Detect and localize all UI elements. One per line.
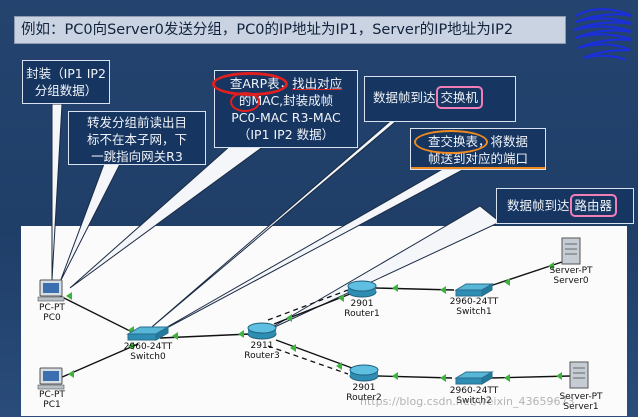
router3-label: 2911 Router3 <box>240 341 284 361</box>
port-indicator <box>440 286 446 294</box>
callout-pointer-encapsulate <box>51 103 63 281</box>
device-model: PC-PT <box>39 390 65 400</box>
highlight-router: 路由器 <box>569 194 618 217</box>
red-circle-mac <box>230 92 260 112</box>
device-model: 2960-24TT <box>449 297 499 307</box>
callout-line: 分组数据） <box>34 83 98 98</box>
switch1-label: 2960-24TT Switch1 <box>444 297 504 317</box>
callout-line: （IP1 IP2 数据） <box>237 127 335 142</box>
router2-icon <box>349 364 379 382</box>
callout-pointer-arp <box>69 145 266 289</box>
switch2-icon <box>454 371 494 385</box>
arp-find-phrase: 找出对应 <box>292 76 343 91</box>
device-name: PC0 <box>43 313 61 323</box>
pc1-label: PC-PT PC1 <box>30 390 74 410</box>
port-indicator <box>556 372 562 380</box>
device-model: Server-PT <box>559 392 603 402</box>
link-router3-router1-dashed <box>267 289 349 321</box>
callout-pointer-forward <box>59 163 121 283</box>
port-indicator <box>392 284 398 292</box>
router2-label: 2901 Router2 <box>342 383 386 403</box>
callout-forward: 转发分组前读出目 标不在本子网，下 一跳指向网关R3 <box>68 111 206 165</box>
watermark: https://blog.csdn.net/weixin_43659673 <box>360 395 575 408</box>
port-indicator <box>128 342 134 350</box>
slide-title: 例如：PC0向Server0发送分组，PC0的IP地址为IP1，Server的I… <box>14 16 566 44</box>
switch0-icon <box>126 326 170 341</box>
highlight-switch: 交换机 <box>435 86 484 109</box>
callout-line: 一跳指向网关R3 <box>91 149 183 164</box>
device-model: PC-PT <box>39 303 65 313</box>
callout-encapsulate: 封装（IP1 IP2 分组数据） <box>22 60 110 104</box>
server0-icon <box>561 237 581 265</box>
router1-label: 2901 Router1 <box>340 299 384 319</box>
callout-text: 数据帧到达 <box>373 90 436 105</box>
pc0-label: PC-PT PC0 <box>30 303 74 323</box>
server1-icon <box>569 361 589 389</box>
switch0-label: 2960-24TT Switch0 <box>118 342 178 362</box>
callout-line: 的MAC,封装成帧 <box>238 93 334 108</box>
device-model: 2960-24TT <box>123 342 173 352</box>
server1-label: Server-PT Server1 <box>556 392 606 412</box>
blue-scribble <box>573 8 633 62</box>
callout-line: 转发分组前读出目 <box>86 115 187 130</box>
callout-line: 标不在本子网，下 <box>86 132 187 147</box>
device-name: Router2 <box>346 393 382 403</box>
port-indicator <box>172 332 178 340</box>
device-name: Router3 <box>244 351 280 361</box>
port-indicator <box>440 374 446 382</box>
device-name: Switch1 <box>456 307 492 317</box>
callout-text: 数据帧到达 <box>507 198 570 213</box>
network-canvas <box>21 226 627 416</box>
port-indicator <box>548 262 554 270</box>
forward-phrase: 将数据 <box>490 134 529 149</box>
server0-label: Server-PT Server0 <box>546 266 596 286</box>
orange-circle-switch-table <box>414 130 488 154</box>
callout-line: 封装（IP1 IP2 <box>26 66 106 81</box>
device-model: 2960-24TT <box>449 386 499 396</box>
link-router3-router1 <box>273 293 351 325</box>
switch1-icon <box>454 283 494 297</box>
pc1-icon <box>37 367 65 390</box>
port-indicator <box>290 344 296 352</box>
port-indicator <box>66 292 72 300</box>
callout-to-switch: 数据帧到达交换机 <box>364 76 516 122</box>
callout-pointer-to-router <box>263 205 501 333</box>
router3-icon <box>247 322 277 340</box>
port-indicator <box>286 314 292 322</box>
port-indicator <box>336 362 342 370</box>
link-router2-switch2 <box>377 375 453 379</box>
device-name: Switch0 <box>130 352 166 362</box>
device-model: 2911 <box>250 341 274 351</box>
port-indicator <box>68 370 74 378</box>
port-indicator <box>238 330 244 338</box>
device-name: PC1 <box>43 400 61 410</box>
switch2-label: 2960-24TT Switch2 <box>444 386 504 406</box>
port-indicator <box>504 374 510 382</box>
device-name: Router1 <box>344 309 380 319</box>
port-indicator <box>392 372 398 380</box>
pc0-icon <box>37 279 65 302</box>
router1-icon <box>347 280 377 298</box>
callout-to-router: 数据帧到达路由器 <box>496 188 634 224</box>
port-indicator <box>338 294 344 302</box>
device-name: Switch2 <box>456 396 492 406</box>
callout-line: PC0-MAC R3-MAC <box>231 110 341 125</box>
port-indicator <box>504 278 510 286</box>
device-model: 2901 <box>352 383 376 393</box>
device-name: Server0 <box>553 276 589 286</box>
device-model: Server-PT <box>549 266 593 276</box>
link-pc0-switch0 <box>59 295 141 337</box>
device-name: Server1 <box>563 402 599 412</box>
callout-line-port: 帧送到对应的端口 <box>411 150 545 169</box>
link-router3-router2 <box>275 339 353 369</box>
device-model: 2901 <box>350 299 374 309</box>
